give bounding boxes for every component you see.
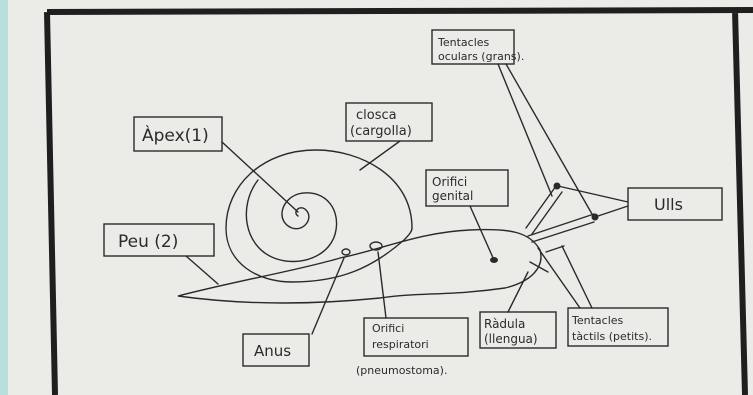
tactile-tentacle-1 [529, 261, 549, 273]
leader-eyes-2 [597, 205, 629, 217]
label-radula-1: Ràdula [484, 317, 525, 331]
ocular-tentacle-3 [527, 213, 595, 237]
label-genital-1: Orifici [432, 175, 467, 189]
leader-ocular-2 [505, 63, 593, 215]
label-box-genital [425, 169, 509, 207]
leader-tactile-2 [561, 245, 593, 309]
label-tactile-1: Tentacles [571, 314, 624, 327]
leader-shell [359, 140, 401, 171]
leader-radula [507, 271, 529, 313]
label-box-ocular [431, 29, 515, 65]
drawn-frame [44, 7, 753, 395]
label-ocular-2: oculars (grans). [438, 50, 524, 63]
shell-spiral [245, 179, 338, 263]
snail-shell [225, 149, 413, 283]
label-resp-1: Orifici [372, 322, 404, 335]
leader-apex [221, 141, 299, 213]
label-box-resp [363, 317, 469, 357]
leader-ocular-1 [497, 63, 553, 197]
label-box-tactile [567, 307, 669, 347]
label-foot: Peu (2) [118, 232, 178, 252]
ocular-tentacle-2 [531, 191, 563, 235]
label-shell-2: (cargolla) [350, 124, 412, 139]
label-tactile-2: tàctils (petits). [572, 330, 652, 343]
label-box-radula [479, 311, 557, 349]
label-resp-3: (pneumostoma). [356, 364, 447, 377]
ocular-tentacle-4 [531, 221, 595, 243]
label-box-apex [133, 116, 223, 152]
label-box-foot [103, 223, 215, 257]
label-box-shell [345, 102, 433, 142]
anus-opening [341, 248, 351, 256]
leader-anus [311, 257, 345, 335]
eye-dot-1 [553, 182, 561, 190]
label-apex: Àpex(1) [142, 124, 209, 146]
label-ocular-1: Tentacles [437, 36, 490, 49]
leader-foot [185, 255, 219, 285]
leader-tactile-1 [537, 247, 581, 309]
genital-dot [490, 257, 498, 263]
leader-eyes-1 [557, 185, 629, 203]
leader-resp [377, 251, 387, 319]
label-shell-1: closca [356, 108, 397, 123]
tactile-tentacle-2 [545, 245, 565, 253]
label-eyes: Ulls [654, 195, 683, 214]
label-box-anus [242, 333, 310, 367]
label-box-eyes [627, 187, 723, 221]
paper-sheet [8, 0, 753, 395]
pneumostoma [369, 241, 383, 251]
label-anus: Anus [254, 342, 291, 360]
label-genital-2: genital [432, 189, 473, 203]
eye-dot-2 [591, 213, 599, 221]
label-radula-2: (llengua) [484, 332, 538, 346]
leader-genital [469, 205, 495, 261]
label-resp-2: respiratori [372, 338, 429, 351]
